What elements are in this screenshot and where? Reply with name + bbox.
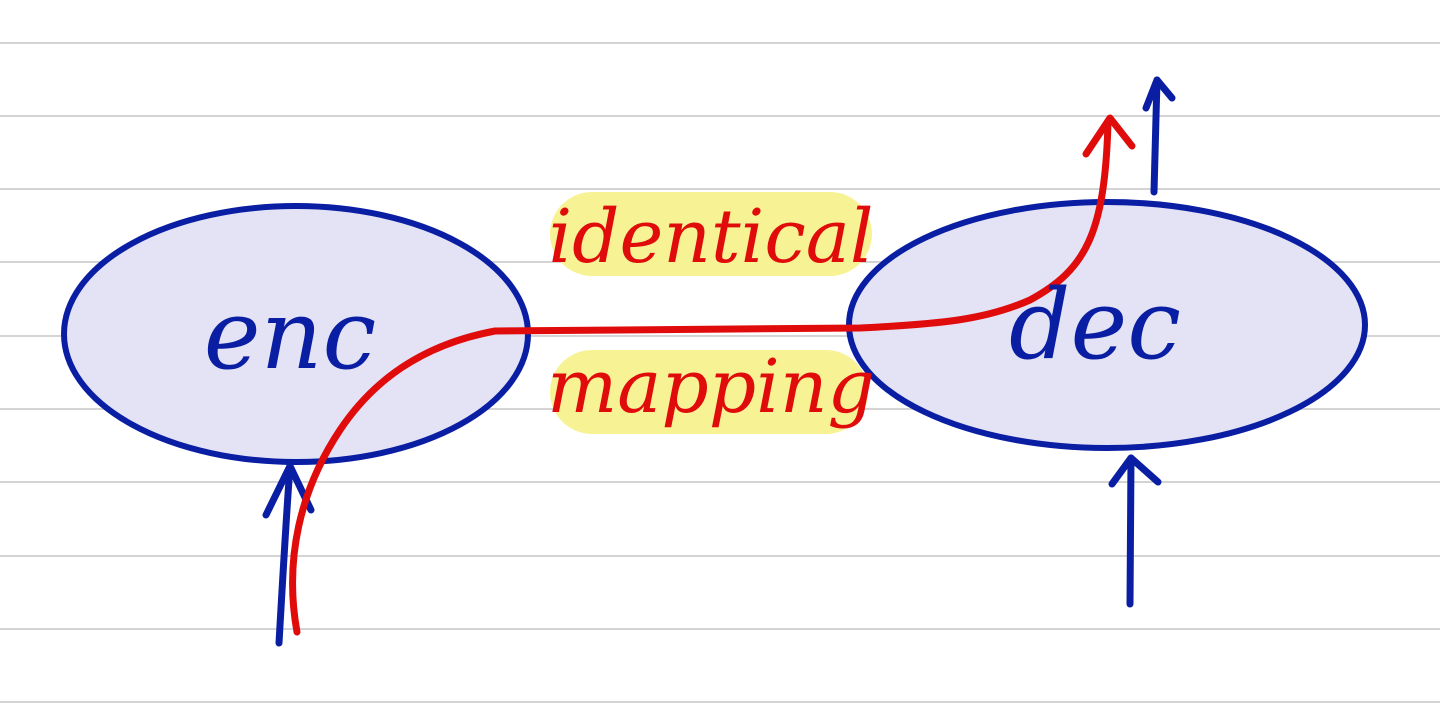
decoder-output-arrow: [1142, 76, 1176, 196]
encoder-label: enc: [204, 279, 376, 391]
annotation-identical: identical: [548, 194, 873, 280]
decoder-input-arrow: [1108, 454, 1162, 608]
encoder-input-arrow: [262, 462, 315, 647]
annotation-mapping: mapping: [547, 344, 875, 430]
highlight-mapping: [550, 350, 868, 434]
decoder-label: dec: [1009, 269, 1181, 381]
highlight-identical: [550, 192, 872, 276]
identity-mapping-path: [289, 114, 1136, 636]
